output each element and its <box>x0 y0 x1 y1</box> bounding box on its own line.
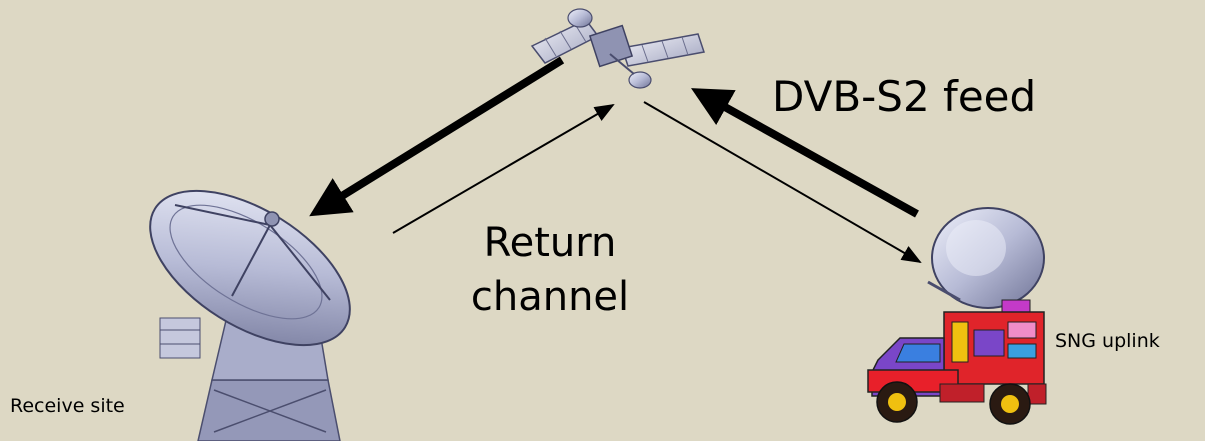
return-channel-label-line2: channel <box>470 274 630 320</box>
downlink-arrow-uplink <box>643 101 922 264</box>
return-channel-arrow <box>392 103 615 234</box>
satellite-icon <box>530 8 705 89</box>
uplink-label: SNG uplink <box>1055 330 1160 352</box>
radio-telescope-dish-icon <box>149 189 351 441</box>
feed-arrow <box>691 88 919 218</box>
receive-site-label: Receive site <box>10 395 125 417</box>
downlink-arrow-receive <box>309 56 565 217</box>
sng-truck-icon <box>867 207 1047 425</box>
feed-label: DVB-S2 feed <box>772 72 1037 121</box>
return-channel-label: Return channel <box>440 216 660 324</box>
link-arrows <box>309 56 922 264</box>
return-channel-label-line1: Return <box>483 220 617 266</box>
